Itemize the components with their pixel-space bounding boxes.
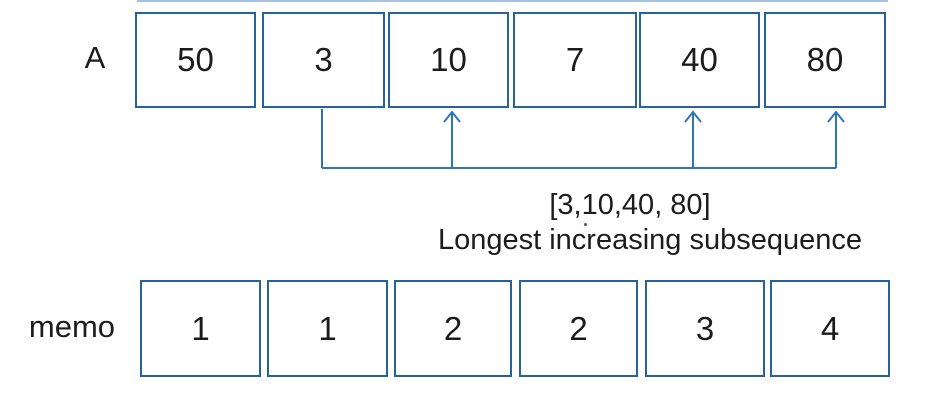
memo-cell-1: 1 [267,280,388,377]
memo-cell-4: 3 [645,280,765,377]
cropped-top-line [137,0,888,2]
array-a-cell-3: 7 [513,12,637,108]
arrowhead-to-40 [684,110,702,123]
memo-label: memo [28,309,116,344]
array-a-cell-4: 40 [639,12,760,108]
arrowhead-to-80 [827,110,845,123]
memo-cell-3: 2 [519,280,638,377]
memo-cell-0: 1 [140,280,261,377]
arrowhead-to-10 [443,110,461,123]
subsequence-caption: Longest increasing subsequence [437,224,863,256]
array-a-label: A [84,40,106,75]
array-a-cell-1: 3 [262,12,385,108]
array-a-cell-0: 50 [135,12,256,108]
memo-cell-2: 2 [394,280,512,377]
memo-cell-5: 4 [770,280,890,377]
array-a-cell-5: 80 [764,12,886,108]
subsequence-values-text: [3,10,40, 80] [549,189,711,221]
array-a-cell-2: 10 [388,12,509,108]
stray-dot [584,223,587,226]
